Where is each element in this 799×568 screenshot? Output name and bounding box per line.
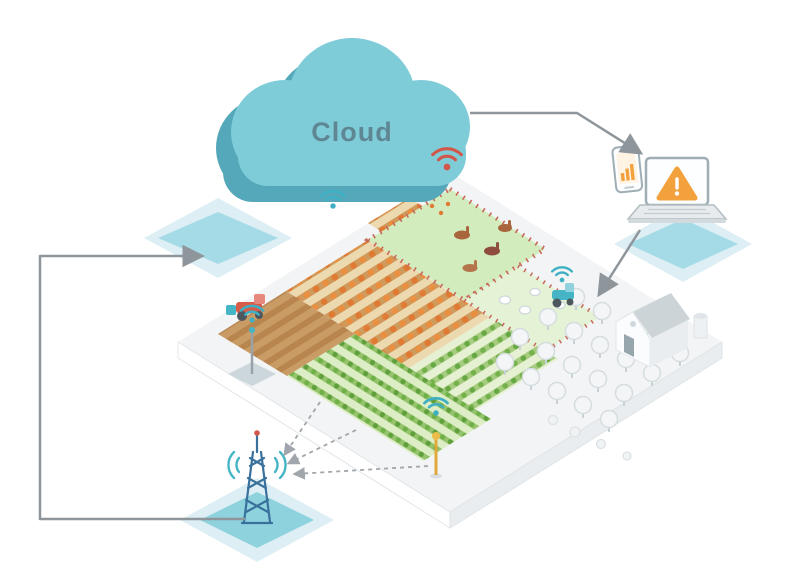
- network-links: [38, 111, 644, 521]
- laptop-icon: [626, 156, 728, 223]
- cloud-body: [231, 38, 470, 186]
- barn-icon: [614, 293, 690, 368]
- bushes: [547, 414, 632, 461]
- smartphone-icon: [611, 144, 644, 194]
- silo-icon: [693, 313, 708, 339]
- cell-tower-icon: [227, 430, 287, 525]
- cloud-platform: [144, 198, 292, 278]
- cloud-icon: Cloud: [216, 38, 470, 202]
- signal-waves-icon: [227, 450, 287, 480]
- arrow-laptop-to-farm: [597, 229, 642, 298]
- field-pumpkins-1: [286, 240, 436, 334]
- arrow-tower-to-cloud: [38, 244, 245, 521]
- sensor-link-3: [292, 465, 429, 480]
- laptop-base: [626, 204, 728, 220]
- orchard-trees: [495, 287, 690, 461]
- pasture-livestock: [363, 186, 550, 303]
- arrow-cloud-to-laptop: [470, 111, 644, 155]
- sensor-pole-1: [430, 432, 442, 479]
- field-pumpkins-small: [368, 198, 431, 237]
- sensor-link-1: [283, 401, 321, 457]
- poultry: [429, 201, 451, 216]
- tractor-teal-icon: [552, 283, 574, 308]
- field-pumpkins-2: [355, 283, 490, 368]
- tower-beacon-light: [254, 430, 260, 436]
- tower-platform: [180, 478, 334, 562]
- farm-slab-right: [449, 341, 723, 529]
- field-crops-2: [287, 334, 491, 461]
- sensor-pole-2: [228, 327, 276, 386]
- sensor-links: [283, 401, 429, 480]
- laptop-platform: [614, 206, 752, 282]
- horses: [454, 220, 512, 272]
- warning-icon: [656, 166, 698, 201]
- cloud-label: Cloud: [311, 117, 392, 147]
